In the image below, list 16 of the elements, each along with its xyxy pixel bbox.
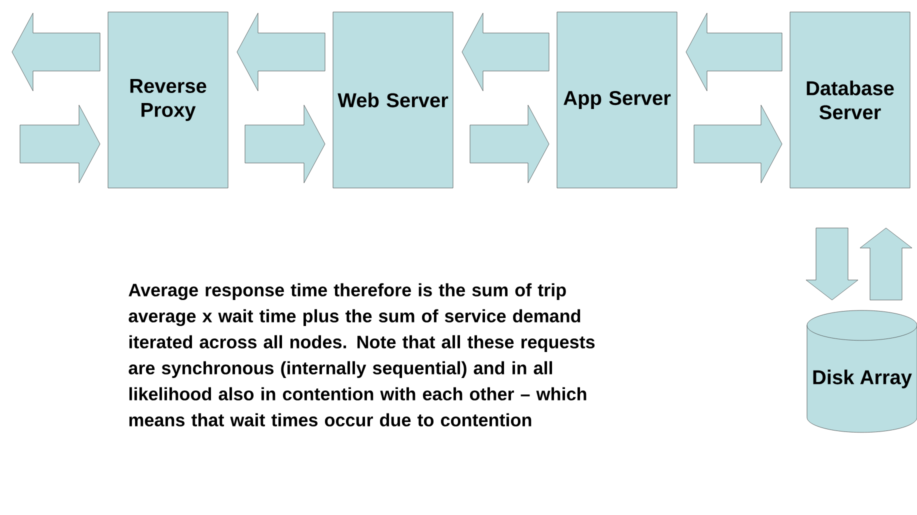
block-arrow — [806, 228, 858, 300]
cylinder: Disk Array — [806, 310, 917, 433]
block-arrow — [470, 104, 550, 184]
block-arrow — [244, 104, 326, 184]
block-arrow — [236, 12, 326, 92]
block-arrow — [20, 104, 100, 184]
block-arrow — [860, 228, 912, 300]
block-arrow — [694, 104, 782, 184]
server-box: App Server — [556, 12, 678, 188]
server-box: Reverse Proxy — [108, 12, 228, 188]
block-arrow — [12, 12, 100, 92]
paragraph: Average response time therefore is the sum of trip average x wait time plus the sum of service demand iterated across all nodes. Note that all these requests are synchronous (internally sequential) and in all likelihood also in contention with each other – which means that wait times occur due to contention — [128, 283, 595, 426]
block-arrow — [686, 12, 782, 92]
server-box: Database Server — [790, 12, 910, 188]
server-box: Web Server — [332, 12, 454, 188]
block-arrow — [462, 12, 550, 92]
